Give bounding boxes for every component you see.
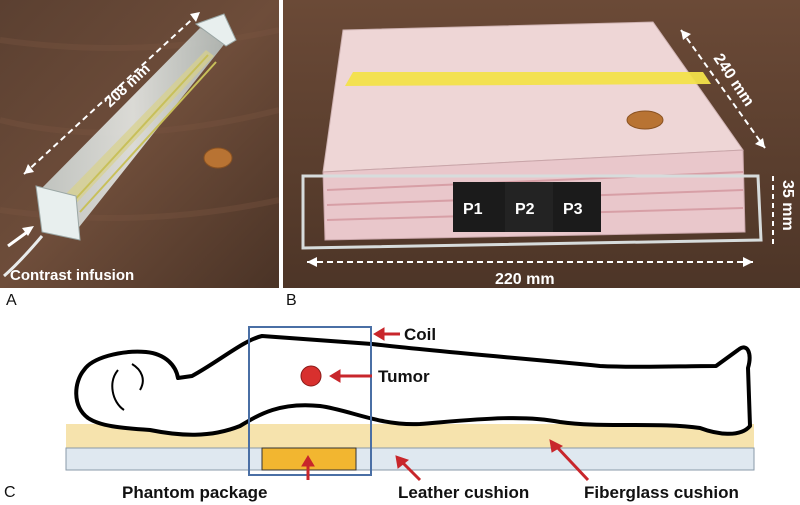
panel-b-image: 240 mm 35 mm 220 mm P1 P2 P3	[283, 0, 800, 288]
panel-letter-b: B	[286, 292, 297, 309]
coil-label: Coil	[404, 325, 436, 344]
tumor-marker	[300, 365, 322, 387]
patient-outline	[74, 334, 752, 437]
panel-a-photo: 208 mm Contrast infusion	[0, 0, 279, 288]
panel-a-image: 208 mm Contrast infusion	[0, 0, 279, 288]
leather-cushion	[65, 447, 755, 471]
phantom-package-label: Phantom package	[122, 483, 268, 502]
leather-cushion-label: Leather cushion	[398, 483, 529, 502]
phantom-tube	[35, 13, 237, 241]
panel-letter-c: C	[4, 484, 16, 501]
penny	[203, 147, 233, 169]
coil-rectangle	[248, 326, 372, 476]
dimension-arrow-240	[680, 29, 766, 149]
panel-letter-a: A	[6, 292, 17, 309]
tumor-label: Tumor	[378, 367, 430, 386]
dimension-label-35: 35 mm	[779, 180, 796, 231]
fiberglass-cushion-label: Fiberglass cushion	[584, 483, 739, 502]
position-label-p1: P1	[463, 201, 483, 218]
phantom-box	[301, 21, 763, 250]
panel-c-svg: Coil Tumor Phantom package Leather cushi…	[65, 325, 755, 502]
panel-c-diagram: Coil Tumor Phantom package Leather cushi…	[0, 310, 800, 505]
penny	[626, 110, 664, 130]
panel-b-photo: 240 mm 35 mm 220 mm P1 P2 P3	[283, 0, 800, 288]
dimension-label-220: 220 mm	[495, 271, 555, 288]
position-label-p2: P2	[515, 201, 535, 218]
position-label-p3: P3	[563, 201, 583, 218]
contrast-infusion-label: Contrast infusion	[10, 267, 134, 284]
annotation-arrows	[301, 327, 590, 482]
